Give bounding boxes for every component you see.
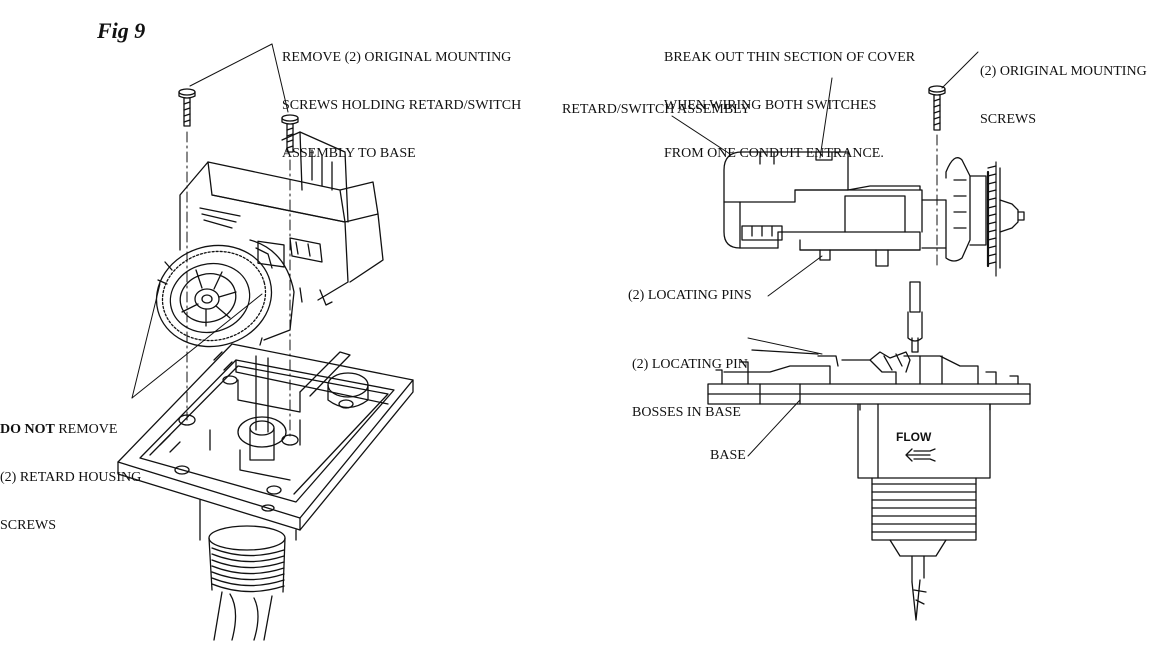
right-base xyxy=(707,349,1031,411)
flow-label: FLOW xyxy=(896,430,932,444)
breakout-line-1: BREAK OUT THIN SECTION OF COVER xyxy=(664,50,916,65)
left-isometric-view xyxy=(117,88,414,641)
leader-locating-pins xyxy=(767,255,823,297)
right-flow-body xyxy=(857,403,991,621)
left-mounting-screw-2 xyxy=(281,114,299,153)
retard-screws-line-1: (2) RETARD HOUSING xyxy=(0,470,142,485)
pin-bosses-line-2: BOSSES IN BASE xyxy=(632,405,741,420)
remove-screws-label: REMOVE (2) ORIGINAL MOUNTING SCREWS HOLD… xyxy=(282,18,521,178)
flow-arrow xyxy=(905,448,936,462)
right-actuating-shaft xyxy=(907,281,923,353)
original-screws-line-1: (2) ORIGINAL MOUNTING xyxy=(980,64,1147,79)
do-not-remove-text: REMOVE xyxy=(54,422,118,437)
base-label: BASE xyxy=(710,448,746,463)
leader-lines xyxy=(131,43,979,457)
right-side-view xyxy=(707,85,1031,621)
figure-label: Fig 9 xyxy=(97,18,146,43)
do-not-emphasis: DO NOT xyxy=(0,422,55,437)
pin-bosses-label: (2) LOCATING PIN BOSSES IN BASE xyxy=(632,325,748,437)
left-threaded-pipe xyxy=(199,499,297,641)
right-mounting-screw xyxy=(928,85,946,131)
pin-bosses-line-1: (2) LOCATING PIN xyxy=(632,357,748,372)
retard-screws-line-2: SCREWS xyxy=(0,518,57,533)
leader-do-not-remove-1 xyxy=(131,283,161,399)
left-mounting-screw-1 xyxy=(178,88,196,127)
retard-assembly-label: RETARD/SWITCH ASSEMBLY xyxy=(562,102,751,117)
remove-screws-line-2: SCREWS HOLDING RETARD/SWITCH xyxy=(282,98,522,113)
do-not-remove-label: DO NOT REMOVE (2) RETARD HOUSING SCREWS xyxy=(0,390,141,550)
leader-remove-screws-1 xyxy=(189,43,273,87)
breakout-label: BREAK OUT THIN SECTION OF COVER WHEN WIR… xyxy=(664,18,915,178)
leader-do-not-remove-2 xyxy=(131,293,263,399)
left-retard-switch-assembly xyxy=(155,131,384,348)
remove-screws-line-3: ASSEMBLY TO BASE xyxy=(282,146,416,161)
leader-original-screws xyxy=(941,51,979,89)
breakout-line-2: WHEN WIRING BOTH SWITCHES xyxy=(664,98,877,113)
right-retard-switch-assembly xyxy=(723,151,1025,277)
leader-retard-assembly xyxy=(671,115,731,155)
original-screws-label: (2) ORIGINAL MOUNTING SCREWS xyxy=(980,32,1147,144)
remove-screws-line-1: REMOVE (2) ORIGINAL MOUNTING xyxy=(282,50,512,65)
locating-pins-label: (2) LOCATING PINS xyxy=(628,288,752,303)
do-not-remove-line-1: DO NOT REMOVE xyxy=(0,422,141,438)
leader-breakout xyxy=(819,77,833,159)
leader-base xyxy=(747,399,801,457)
leader-remove-screws-2 xyxy=(271,43,289,113)
left-base xyxy=(117,337,414,531)
breakout-line-3: FROM ONE CONDUIT ENTRANCE. xyxy=(664,146,884,161)
leader-pin-bosses xyxy=(747,337,823,355)
original-screws-line-2: SCREWS xyxy=(980,112,1037,127)
